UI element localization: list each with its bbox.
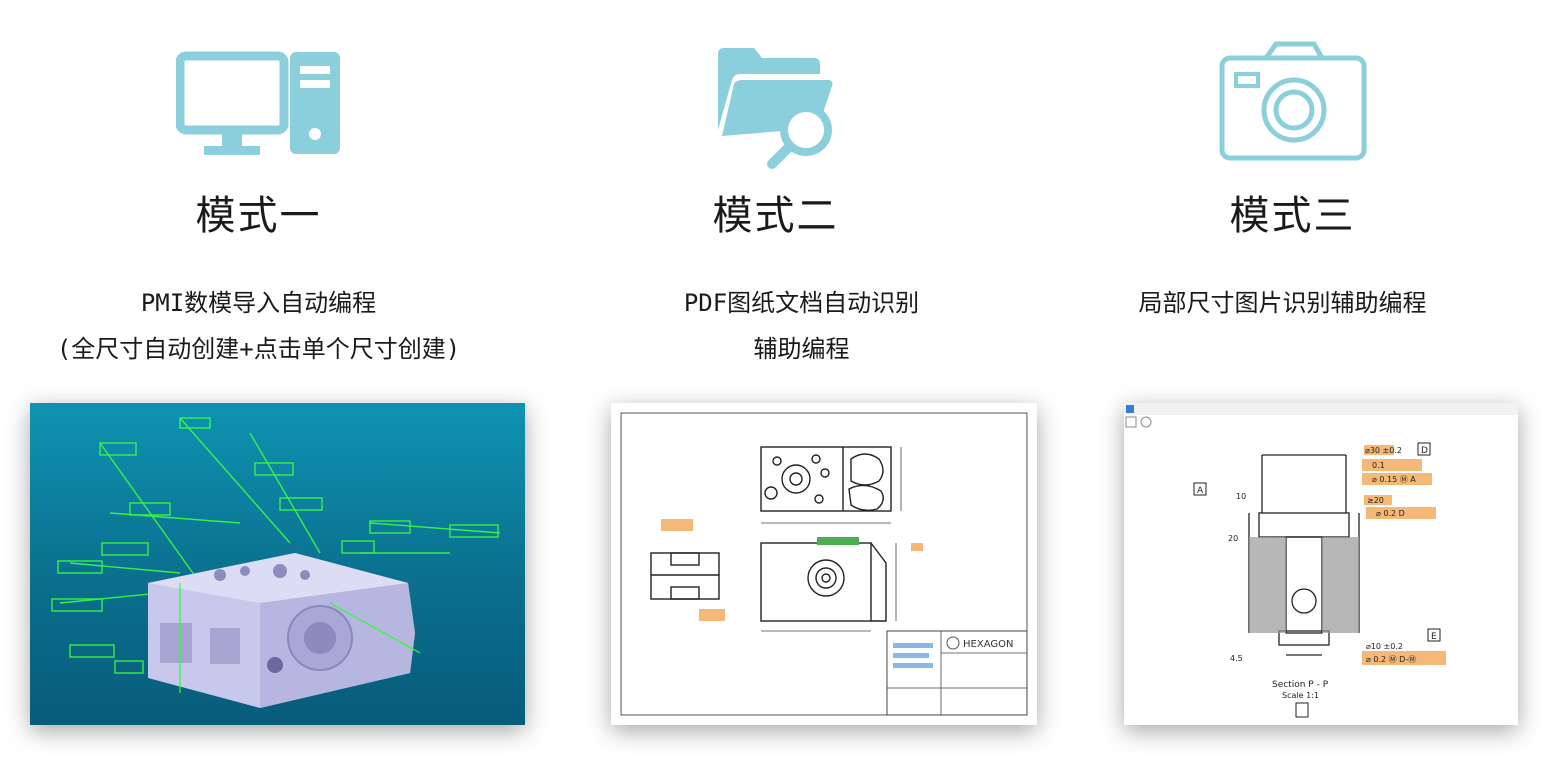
mode-one-desc-line-1: PMI数模导入自动编程	[140, 289, 377, 317]
section-drawing-illustration: ⌀30 ±0.2 0.1 ⌀ 0.15 Ⓜ A ≥20 ⌀ 0.2 D ⌀10 …	[1124, 403, 1518, 718]
hexagon-brand-text: HEXAGON	[963, 639, 1013, 650]
mode-one-description: PMI数模导入自动编程 (全尺寸自动创建+点击单个尺寸创建)	[0, 280, 517, 372]
frame-4-text: ⌀ 0.2 Ⓜ D-Ⓜ	[1366, 655, 1416, 664]
dim-bottom-text: ⌀10 ±0.2	[1366, 642, 1403, 651]
partial-dimension-image-screenshot: ⌀30 ±0.2 0.1 ⌀ 0.15 Ⓜ A ≥20 ⌀ 0.2 D ⌀10 …	[1124, 403, 1518, 725]
datum-a-label: A	[1197, 486, 1204, 496]
mode-three-column: 模式三 局部尺寸图片识别辅助编程	[1034, 0, 1551, 759]
pdf-drawing-illustration: HEXAGON	[620, 412, 1028, 716]
mode-three-desc-line-1: 局部尺寸图片识别辅助编程	[1138, 289, 1427, 317]
section-scale-text: Scale 1:1	[1282, 691, 1319, 700]
frame-1-text: 0.1	[1372, 461, 1385, 470]
mode-two-desc-line-2: 辅助编程	[753, 335, 850, 363]
desktop-computer-icon	[175, 51, 340, 155]
mode-two-desc-line-1: PDF图纸文档自动识别	[683, 289, 920, 317]
mode-two-title: 模式二	[712, 193, 839, 239]
dim-4-5-text: 4.5	[1230, 654, 1243, 663]
datum-d-label: D	[1421, 446, 1428, 456]
mode-three-title: 模式三	[1229, 193, 1356, 239]
frame-2-text: ⌀ 0.15 Ⓜ A	[1372, 475, 1416, 484]
folder-search-icon	[717, 48, 832, 169]
dim-10-text: 10	[1236, 492, 1246, 501]
hexagon-logo-icon	[946, 636, 960, 650]
frame-3-text: ⌀ 0.2 D	[1376, 509, 1405, 518]
mode-one-title: 模式一	[195, 193, 322, 239]
datum-e-label: E	[1431, 632, 1437, 642]
dim-20-text: 20	[1228, 534, 1238, 543]
dim-20-top-text: ≥20	[1367, 496, 1384, 505]
app-logo-icon	[1126, 405, 1134, 413]
settings-icon[interactable]	[1140, 416, 1152, 428]
section-title-text: Section P - P	[1272, 680, 1329, 690]
pmi-cad-model-screenshot	[30, 403, 525, 725]
mode-two-description: PDF图纸文档自动识别 辅助编程	[543, 280, 1060, 372]
pdf-engineering-drawing-screenshot: HEXAGON	[611, 403, 1037, 725]
mode-two-column: 模式二 PDF图纸文档自动识别 辅助编程	[517, 0, 1037, 759]
mode-one-column: 模式一 PMI数模导入自动编程 (全尺寸自动创建+点击单个尺寸创建)	[0, 0, 525, 759]
mode-three-description: 局部尺寸图片识别辅助编程	[1024, 280, 1541, 326]
dim-top-text: ⌀30 ±0.2	[1365, 446, 1402, 455]
cad-model-illustration	[51, 417, 501, 708]
zoom-icon[interactable]	[1125, 416, 1137, 428]
camera-icon	[1219, 41, 1366, 161]
mode-one-desc-line-2: (全尺寸自动创建+点击单个尺寸创建)	[56, 335, 461, 363]
